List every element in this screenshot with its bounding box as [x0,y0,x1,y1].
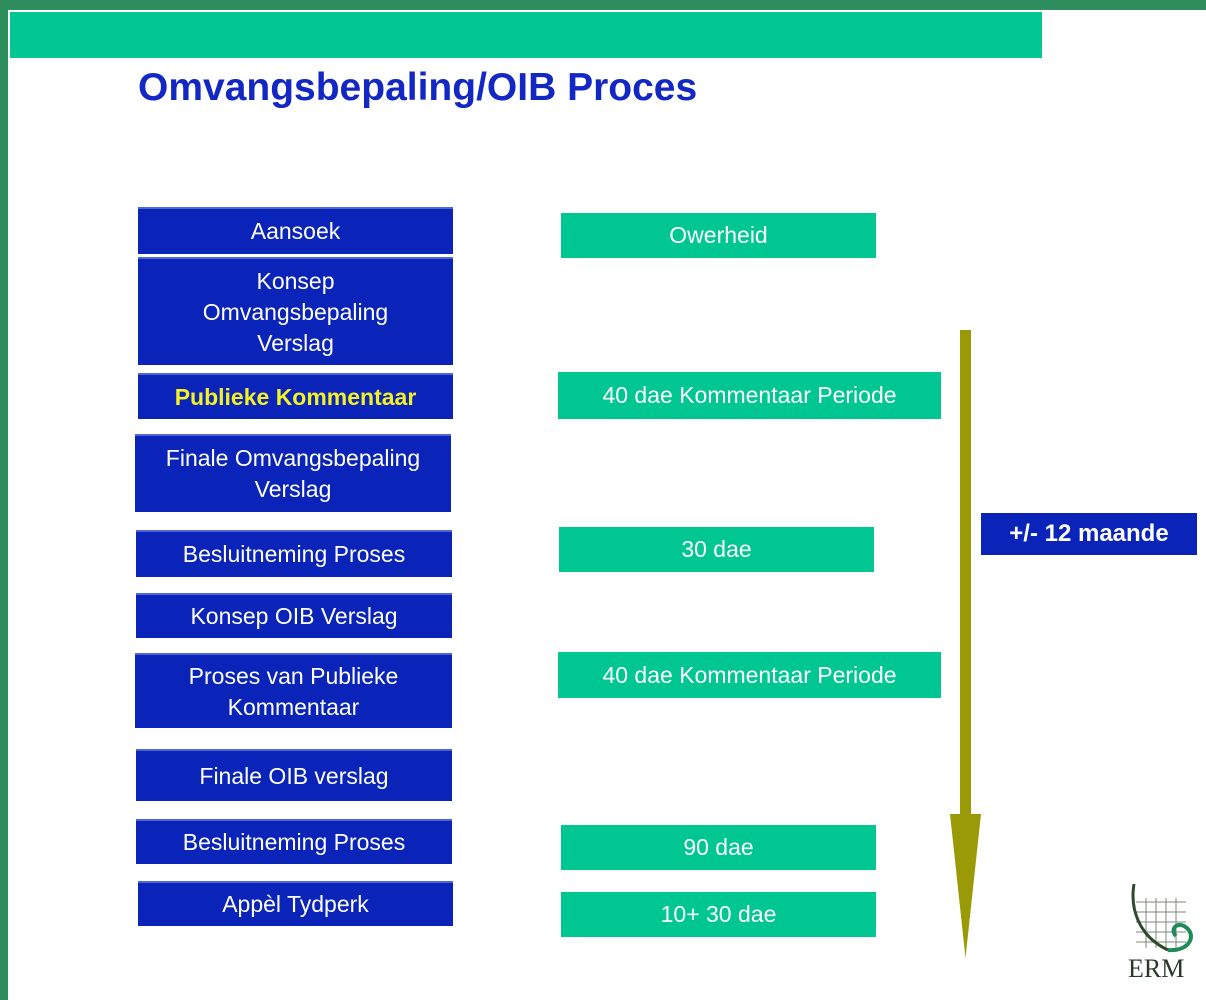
note-90-dae: 90 dae [561,825,876,870]
step-proses-van-publieke-kommentaar: Proses van Publieke Kommentaar [135,653,452,728]
step-konsep-omvangsbepaling-verslag: Konsep Omvangsbepaling Verslag [138,257,453,365]
frame-top-border [0,0,1206,10]
note-owerheid: Owerheid [561,213,876,258]
note-label: 10+ 30 dae [660,901,777,927]
erm-logo-text: ERM [1128,954,1185,983]
step-label: Konsep Omvangsbepaling Verslag [202,267,389,356]
note-30-dae: 30 dae [559,527,874,572]
step-publieke-kommentaar: Publieke Kommentaar [138,373,453,419]
step-label: Finale OIB verslag [199,762,389,789]
note-label: 90 dae [683,834,754,860]
page-title: Omvangsbepaling/OIB Proces [138,66,698,109]
note-40-dae-kommentaar-periode-1: 40 dae Kommentaar Periode [558,372,941,419]
step-label: Proses van Publieke Kommentaar [188,662,399,720]
step-label: Appèl Tydperk [222,891,369,917]
step-konsep-oib-verslag: Konsep OIB Verslag [136,593,452,638]
arrow-head [950,814,981,958]
note-label: 40 dae Kommentaar Periode [602,661,897,688]
note-label: Owerheid [669,222,768,248]
step-label: Konsep OIB Verslag [190,603,398,629]
note-40-dae-kommentaar-periode-2: 40 dae Kommentaar Periode [558,652,941,698]
step-appel-tydperk: Appèl Tydperk [138,881,453,926]
arrow-shaft [960,330,971,814]
step-besluitneming-proses-2: Besluitneming Proses [136,819,452,864]
step-label: Besluitneming Proses [182,829,406,855]
step-finale-oib-verslag: Finale OIB verslag [136,749,452,801]
erm-logo-icon [1131,883,1193,953]
step-label: Besluitneming Proses [182,541,406,567]
step-aansoek: Aansoek [138,207,453,254]
header-band [10,12,1042,58]
step-label: Publieke Kommentaar [174,383,417,410]
step-finale-omvangsbepaling-verslag: Finale Omvangsbepaling Verslag [135,434,451,512]
frame-left-border [0,0,8,1000]
note-label: 40 dae Kommentaar Periode [602,382,897,408]
step-besluitneming-proses-1: Besluitneming Proses [136,530,452,577]
timeline-arrow [950,330,981,958]
step-label: Finale Omvangsbepaling Verslag [165,445,421,502]
step-label: Aansoek [250,218,341,244]
note-10-30-dae: 10+ 30 dae [561,892,876,937]
duration-label: +/- 12 maande [981,513,1197,555]
note-label: 30 dae [681,536,752,562]
